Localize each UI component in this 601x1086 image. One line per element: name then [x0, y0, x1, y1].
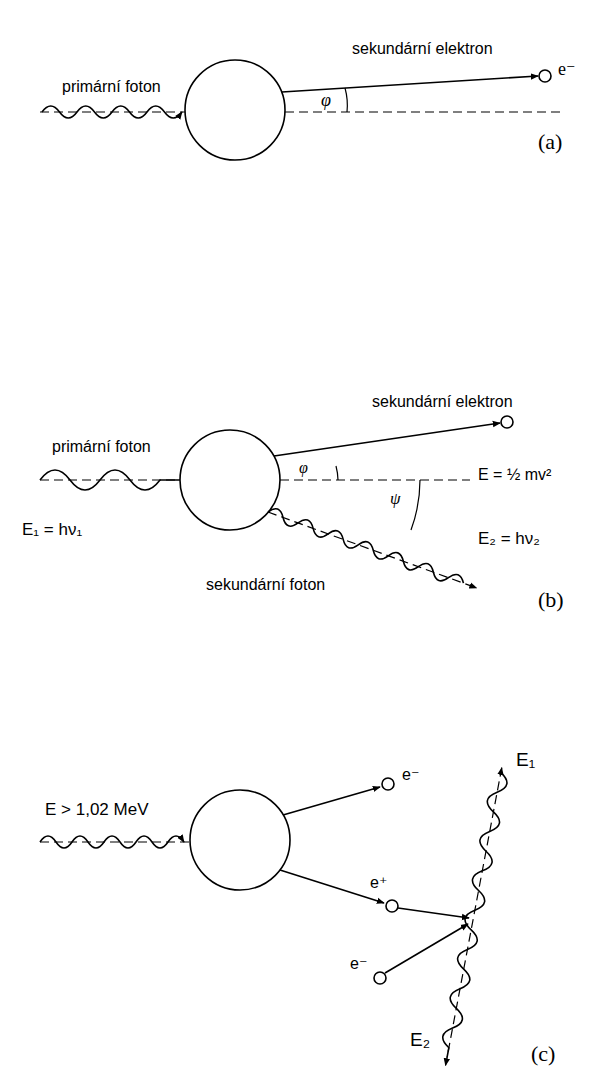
positron-circle — [386, 900, 398, 912]
angle-symbol: φ — [299, 459, 308, 477]
particle-symbol: e⁻ — [402, 766, 419, 784]
energy-formula: E = ½ mv² — [478, 466, 551, 484]
electron-path — [282, 76, 538, 92]
electron-label: sekundární elektron — [372, 393, 513, 411]
electron-path — [385, 924, 468, 973]
photon-label: primární foton — [62, 78, 161, 96]
photon-wave — [40, 470, 180, 490]
energy-threshold: E > 1,02 MeV — [45, 801, 148, 820]
energy-symbol: E₂ — [410, 1030, 430, 1051]
energy-formula: E₁ = hν₁ — [22, 521, 82, 540]
photon-wave — [42, 106, 182, 118]
angle-symbol: φ — [321, 91, 331, 111]
angle-arc — [336, 466, 338, 480]
panel-letter: (b) — [538, 588, 564, 612]
energy-symbol: E₁ — [516, 750, 535, 771]
atom-circle — [190, 790, 290, 890]
angle-arc — [345, 88, 347, 112]
axis-line — [285, 111, 565, 112]
atom-circle — [185, 60, 285, 160]
electron-label: sekundární elektron — [352, 40, 493, 58]
electron-circle — [374, 972, 386, 984]
angle-arc — [411, 480, 420, 530]
photon-wave — [40, 836, 184, 848]
particle-symbol: e⁻ — [558, 60, 576, 80]
electron-circle — [539, 70, 551, 82]
photon-label: primární foton — [52, 438, 151, 456]
angle-symbol: ψ — [390, 490, 401, 509]
particle-symbol: e⁻ — [350, 955, 367, 973]
particle-symbol: e⁺ — [370, 874, 387, 892]
electron-path — [283, 787, 380, 815]
electron-circle — [501, 416, 513, 428]
photon-label: sekundární foton — [206, 576, 325, 594]
electron-path — [274, 423, 500, 456]
electron-circle — [382, 778, 394, 790]
panel-letter: (a) — [538, 130, 562, 154]
atom-circle — [180, 430, 280, 530]
axis-line — [280, 479, 470, 480]
positron-path — [398, 908, 469, 918]
photon-wave — [439, 771, 509, 1059]
positron-path — [280, 870, 384, 903]
panel-letter: (c) — [531, 1042, 555, 1066]
energy-formula: E₂ = hν₂ — [478, 530, 540, 549]
